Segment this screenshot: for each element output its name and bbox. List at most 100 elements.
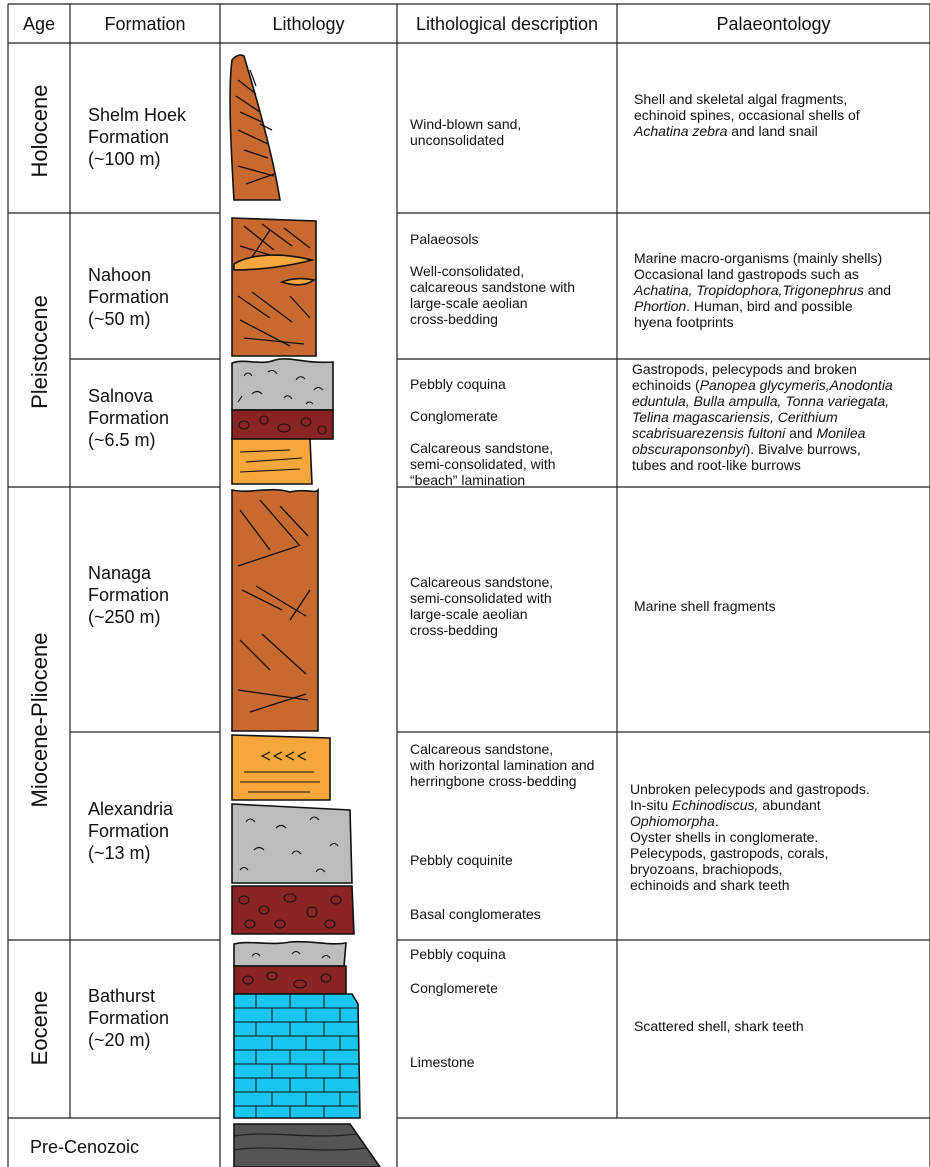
pal-bathurst: Scattered shell, shark teeth xyxy=(634,1018,804,1034)
species-name: Cerithium xyxy=(774,409,838,425)
pal-text: and xyxy=(785,425,816,441)
desc-shelm-hoek: Wind-blown sand, unconsolidated xyxy=(410,116,521,148)
formation-thickness: (~13 m) xyxy=(88,842,173,864)
formation-bathurst: Bathurst Formation (~20 m) xyxy=(88,985,169,1051)
formation-thickness: (~100 m) xyxy=(88,148,186,170)
desc-line: cross-bedding xyxy=(410,311,575,327)
desc-line: large-scale aeolian xyxy=(410,606,553,622)
litho-pre-cenozoic-basement xyxy=(234,1124,380,1167)
desc-line: Calcareous sandstone, xyxy=(410,440,556,456)
desc-alexandria-coquinite: Pebbly coquinite xyxy=(410,852,513,868)
desc-line: semi-consolidated, with xyxy=(410,456,556,472)
formation-name: Salnova xyxy=(88,385,169,407)
litho-alexandria-sandstone xyxy=(232,735,330,800)
litho-nahoon-sandstone xyxy=(232,218,316,356)
formation-thickness: (~20 m) xyxy=(88,1029,169,1051)
pal-text: echinoids ( xyxy=(632,377,700,393)
header-palaeontology: Palaeontology xyxy=(617,13,930,35)
pal-line: Phortion. Human, bird and possible xyxy=(634,298,891,314)
pal-text: and xyxy=(864,282,891,298)
desc-salnova-conglomerate: Conglomerate xyxy=(410,408,498,424)
pal-text: . xyxy=(715,813,719,829)
species-name: obscuraponsonbyi xyxy=(632,441,746,457)
pal-line: Shell and skeletal algal fragments, xyxy=(634,91,860,107)
formation-type: Formation xyxy=(88,1007,169,1029)
age-holocene: Holocene xyxy=(27,85,53,178)
litho-salnova-coquina xyxy=(232,359,333,410)
formation-type: Formation xyxy=(88,584,169,606)
desc-nahoon-sandstone: Well-consolidated, calcareous sandstone … xyxy=(410,263,575,327)
pal-line: tubes and root-like burrows xyxy=(632,457,893,473)
desc-alexandria-conglomerate: Basal conglomerates xyxy=(410,906,541,922)
pal-line: hyena footprints xyxy=(634,314,891,330)
pal-text: and land snail xyxy=(727,123,817,139)
pal-line: Pelecypods, gastropods, corals, xyxy=(630,845,870,861)
species-name: Monilea xyxy=(816,425,865,441)
pal-text: In-situ xyxy=(630,797,672,813)
litho-shelm-hoek-sand xyxy=(230,55,280,200)
formation-name: Shelm Hoek xyxy=(88,104,186,126)
formation-nanaga: Nanaga Formation (~250 m) xyxy=(88,562,169,628)
formation-name: Nanaga xyxy=(88,562,169,584)
formation-thickness: (~6.5 m) xyxy=(88,429,169,451)
pal-line: echinoids (Panopea glycymeris,Anodontia xyxy=(632,377,893,393)
pal-line: Marine macro-organisms (mainly shells) xyxy=(634,250,891,266)
desc-line: cross-bedding xyxy=(410,622,553,638)
desc-alexandria-sandstone: Calcareous sandstone, with horizontal la… xyxy=(410,741,594,789)
pal-nahoon: Marine macro-organisms (mainly shells) O… xyxy=(634,250,891,330)
desc-line: with horizontal lamination and xyxy=(410,757,594,773)
desc-line: Wind-blown sand, xyxy=(410,116,521,132)
species-name: Ophiomorpha xyxy=(630,813,715,829)
formation-thickness: (~50 m) xyxy=(88,308,169,330)
pal-nanaga: Marine shell fragments xyxy=(634,598,776,614)
pal-line: Achatina zebra and land snail xyxy=(634,123,860,139)
age-miocene-pliocene: Miocene-Pliocene xyxy=(27,633,53,808)
desc-line: herringbone cross-bedding xyxy=(410,773,594,789)
desc-salnova-sandstone: Calcareous sandstone, semi-consolidated,… xyxy=(410,440,556,488)
formation-type: Formation xyxy=(88,126,186,148)
header-formation: Formation xyxy=(70,13,220,35)
pal-line: obscuraponsonbyi). Bivalve burrows, xyxy=(632,441,893,457)
pal-salnova: Gastropods, pelecypods and broken echino… xyxy=(632,361,893,473)
desc-line: large-scale aeolian xyxy=(410,295,575,311)
desc-line: Calcareous sandstone, xyxy=(410,741,594,757)
desc-line: unconsolidated xyxy=(410,132,521,148)
species-name: Echinodiscus, xyxy=(672,797,758,813)
formation-type: Formation xyxy=(88,407,169,429)
species-name: Phortion xyxy=(634,298,686,314)
pal-line: Gastropods, pelecypods and broken xyxy=(632,361,893,377)
pal-alexandria: Unbroken pelecypods and gastropods. In-s… xyxy=(630,781,870,893)
pal-text: ). Bivalve burrows, xyxy=(746,441,861,457)
formation-nahoon: Nahoon Formation (~50 m) xyxy=(88,264,169,330)
litho-bathurst-coquina xyxy=(234,942,346,966)
pal-shelm-hoek: Shell and skeletal algal fragments, echi… xyxy=(634,91,860,139)
desc-line: Well-consolidated, xyxy=(410,263,575,279)
desc-nanaga: Calcareous sandstone, semi-consolidated … xyxy=(410,574,553,638)
species-name: Achatina zebra xyxy=(634,123,727,139)
formation-shelm-hoek: Shelm Hoek Formation (~100 m) xyxy=(88,104,186,170)
pal-text: abundant xyxy=(758,797,820,813)
desc-bathurst-conglomerate: Conglomerete xyxy=(410,980,498,996)
litho-bathurst-limestone xyxy=(234,994,360,1118)
pal-line: echinoids and shark teeth xyxy=(630,877,870,893)
age-pleistocene: Pleistocene xyxy=(27,295,53,409)
pal-line: Achatina, Tropidophora,Trigonephrus and xyxy=(634,282,891,298)
pal-line: Telina magascariensis, Cerithium xyxy=(632,409,893,425)
age-eocene: Eocene xyxy=(27,991,53,1066)
header-age: Age xyxy=(8,13,70,35)
header-description: Lithological description xyxy=(397,13,617,35)
formation-thickness: (~250 m) xyxy=(88,606,169,628)
litho-alexandria-conglomerate xyxy=(232,886,354,934)
pal-line: In-situ Echinodiscus, abundant xyxy=(630,797,870,813)
litho-bathurst-conglomerate xyxy=(234,966,346,994)
desc-nahoon-palaeosols: Palaeosols xyxy=(410,231,479,247)
pal-line: Ophiomorpha. xyxy=(630,813,870,829)
formation-alexandria: Alexandria Formation (~13 m) xyxy=(88,798,173,864)
pal-line: scabrisuarezensis fultoni and Monilea xyxy=(632,425,893,441)
pal-line: bryozoans, brachiopods, xyxy=(630,861,870,877)
formation-type: Formation xyxy=(88,820,173,842)
formation-name: Bathurst xyxy=(88,985,169,1007)
desc-line: semi-consolidated with xyxy=(410,590,553,606)
species-name: Panopea glycymeris,Anodontia xyxy=(700,377,893,393)
species-name: Telina magascariensis, xyxy=(632,409,774,425)
